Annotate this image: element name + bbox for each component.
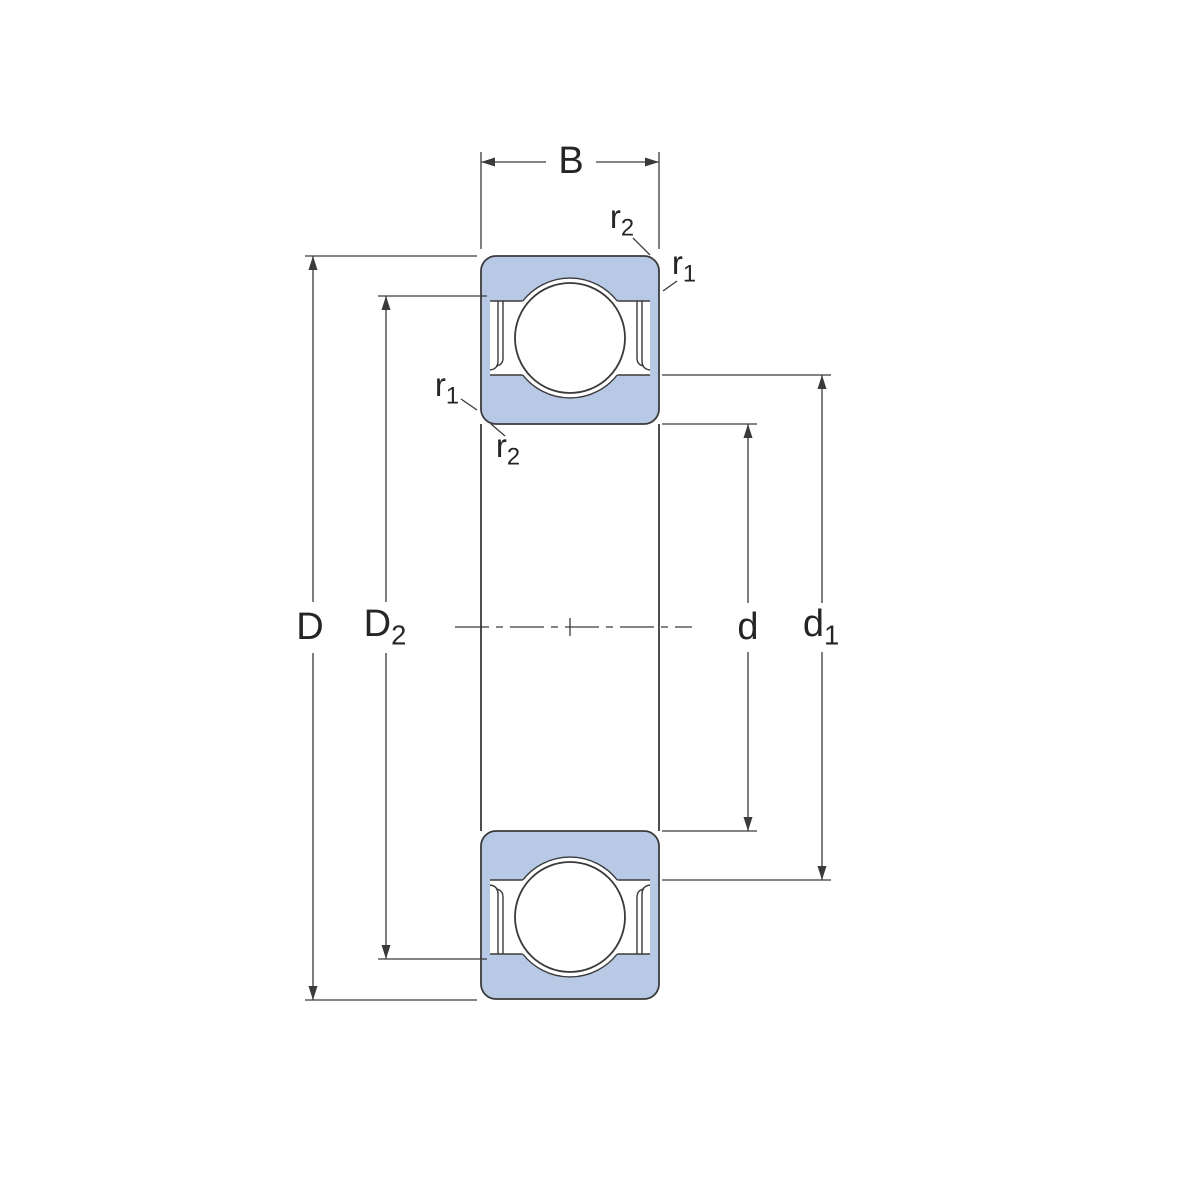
label-r1-left: r1: [435, 368, 459, 408]
label-D2-sub: 2: [391, 619, 407, 651]
label-r1-left-sub: 1: [445, 382, 460, 410]
leader-r1-right: [662, 280, 678, 292]
label-d-text: d: [737, 606, 759, 648]
arrowhead-top: [381, 296, 391, 310]
bearing-top-section: [480, 255, 660, 425]
label-d1-sub: 1: [823, 619, 840, 651]
label-r1-right: r1: [672, 246, 696, 286]
arrowhead-top: [743, 424, 753, 438]
dim-D: [305, 255, 477, 1001]
ball: [514, 282, 626, 394]
shield-left-inner-line: [495, 301, 504, 367]
dim-d: [662, 423, 757, 832]
label-r2-bottom: r2: [496, 429, 520, 469]
label-d1: d1: [803, 605, 839, 649]
label-r2-bottom-main: r: [495, 426, 507, 464]
arrowhead-bottom: [381, 945, 391, 959]
leader-r2-top: [632, 237, 651, 256]
arrowhead-bottom: [308, 986, 318, 1000]
label-D2-main: D: [363, 603, 392, 646]
label-D2: D2: [364, 605, 407, 649]
outer-groove-arc: [522, 277, 618, 302]
arrowhead-top: [817, 375, 827, 389]
label-B-text: B: [558, 140, 584, 182]
label-r1-left-main: r: [434, 365, 446, 403]
label-D-text: D: [296, 606, 324, 648]
arrowhead-top: [308, 256, 318, 270]
label-r1-right-main: r: [671, 243, 683, 281]
label-r2-top: r2: [610, 200, 634, 240]
dim-D2: [378, 295, 487, 960]
arrowhead-bottom: [817, 866, 827, 880]
label-d: d: [737, 608, 758, 646]
label-B: B: [558, 142, 583, 180]
arrowhead-left: [481, 157, 495, 167]
arrowhead-right: [645, 157, 659, 167]
label-D: D: [296, 608, 323, 646]
bearing-bottom-section: [480, 830, 660, 1000]
inner-groove-arc: [522, 374, 618, 399]
dim-d1: [662, 374, 831, 881]
label-r2-top-main: r: [609, 197, 621, 235]
shield-right-inner-line: [636, 301, 645, 367]
dim-B: [480, 152, 660, 249]
label-r1-right-sub: 1: [682, 260, 697, 288]
leader-r2-bottom: [490, 423, 506, 437]
leader-r1-left: [460, 398, 478, 411]
label-r2-bottom-sub: 2: [506, 443, 521, 471]
label-r2-top-sub: 2: [620, 214, 635, 242]
arrowhead-bottom: [743, 817, 753, 831]
label-d1-main: d: [802, 603, 824, 646]
